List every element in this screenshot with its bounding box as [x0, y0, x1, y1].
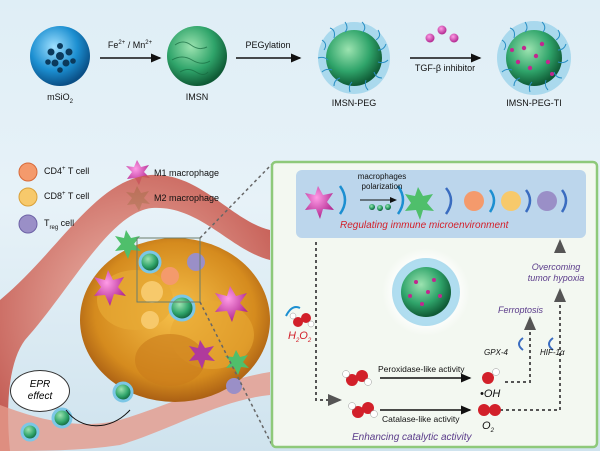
- gpx4-curve: [518, 337, 524, 351]
- epr-line1: EPR: [29, 379, 51, 390]
- hif-label: HIF-1α: [540, 348, 565, 357]
- step-label-imsn-peg: IMSN-PEG: [331, 98, 377, 108]
- step-label-imsn: IMSN: [185, 92, 209, 102]
- h2o2-molecule-1: [342, 370, 372, 386]
- path-ferroptosis: [505, 316, 536, 383]
- catalytic-title: Enhancing catalytic activity: [352, 432, 472, 443]
- treg-cell-icon: [18, 214, 38, 234]
- h2o2-molecule-small: [285, 306, 315, 328]
- m1-macrophage-icon: [126, 160, 150, 185]
- h2o2-label: H2O2: [288, 330, 312, 345]
- epr-connector: [65, 409, 131, 427]
- zoom-line-top: [199, 163, 273, 239]
- tumor-mass: [80, 238, 270, 402]
- hydroxyl-label: •OH: [480, 388, 501, 400]
- h2o2-molecule-2: [348, 402, 378, 418]
- step-label-imsn-peg-ti: IMSN-PEG-TI: [506, 98, 562, 108]
- catalase-label: Catalase-like activity: [382, 414, 460, 424]
- gpx4-label: GPX-4: [484, 348, 509, 357]
- arrow-label-pegylation: PEGylation: [245, 40, 291, 50]
- path-hypoxia-up: [500, 288, 566, 411]
- epr-effect-bubble: EPR effect: [10, 370, 70, 412]
- epr-line2: effect: [27, 391, 53, 402]
- legend-cd8: CD8+ T cell: [44, 191, 90, 201]
- legend-m1: M1 macrophage: [154, 168, 220, 178]
- immune-title: Regulating immune microenvironment: [340, 220, 509, 231]
- immune-band-cells: [305, 185, 568, 220]
- legend-cd4: CD4+ T cell: [44, 166, 90, 176]
- ferroptosis-label: Ferroptosis: [498, 305, 544, 315]
- zoom-line-bottom: [199, 301, 273, 446]
- legend-m2: M2 macrophage: [154, 193, 220, 203]
- peroxidase-label: Peroxidase-like activity: [378, 364, 465, 374]
- hydroxyl-radical-molecule: [482, 368, 500, 384]
- cd8-t-cell-icon: [18, 187, 38, 207]
- immune-band: [296, 170, 586, 238]
- imsn-peg-particle: [317, 21, 390, 94]
- panel-nanoparticle: [382, 248, 470, 336]
- oxygen-molecule: [478, 404, 501, 416]
- legend-treg: Treg cell: [44, 218, 75, 231]
- imsn-particle: [167, 26, 227, 86]
- imsn-peg-ti-particle: [497, 21, 571, 95]
- path-h2o2-down: [315, 242, 342, 406]
- step-label-msio2: mSiO2: [47, 92, 73, 105]
- msio2-particle: [30, 26, 90, 86]
- cd4-t-cell-icon: [18, 162, 38, 182]
- arrow-label-fe-mn: Fe2+ / Mn2+: [107, 40, 153, 50]
- hif-curve: [548, 337, 554, 351]
- arrow-label-tgf-inhibitor: TGF-β inhibitor: [414, 63, 476, 73]
- zoom-region-box: [136, 237, 201, 303]
- o2-label: O2: [482, 420, 494, 435]
- tgf-inhibitor-dots: [425, 25, 459, 43]
